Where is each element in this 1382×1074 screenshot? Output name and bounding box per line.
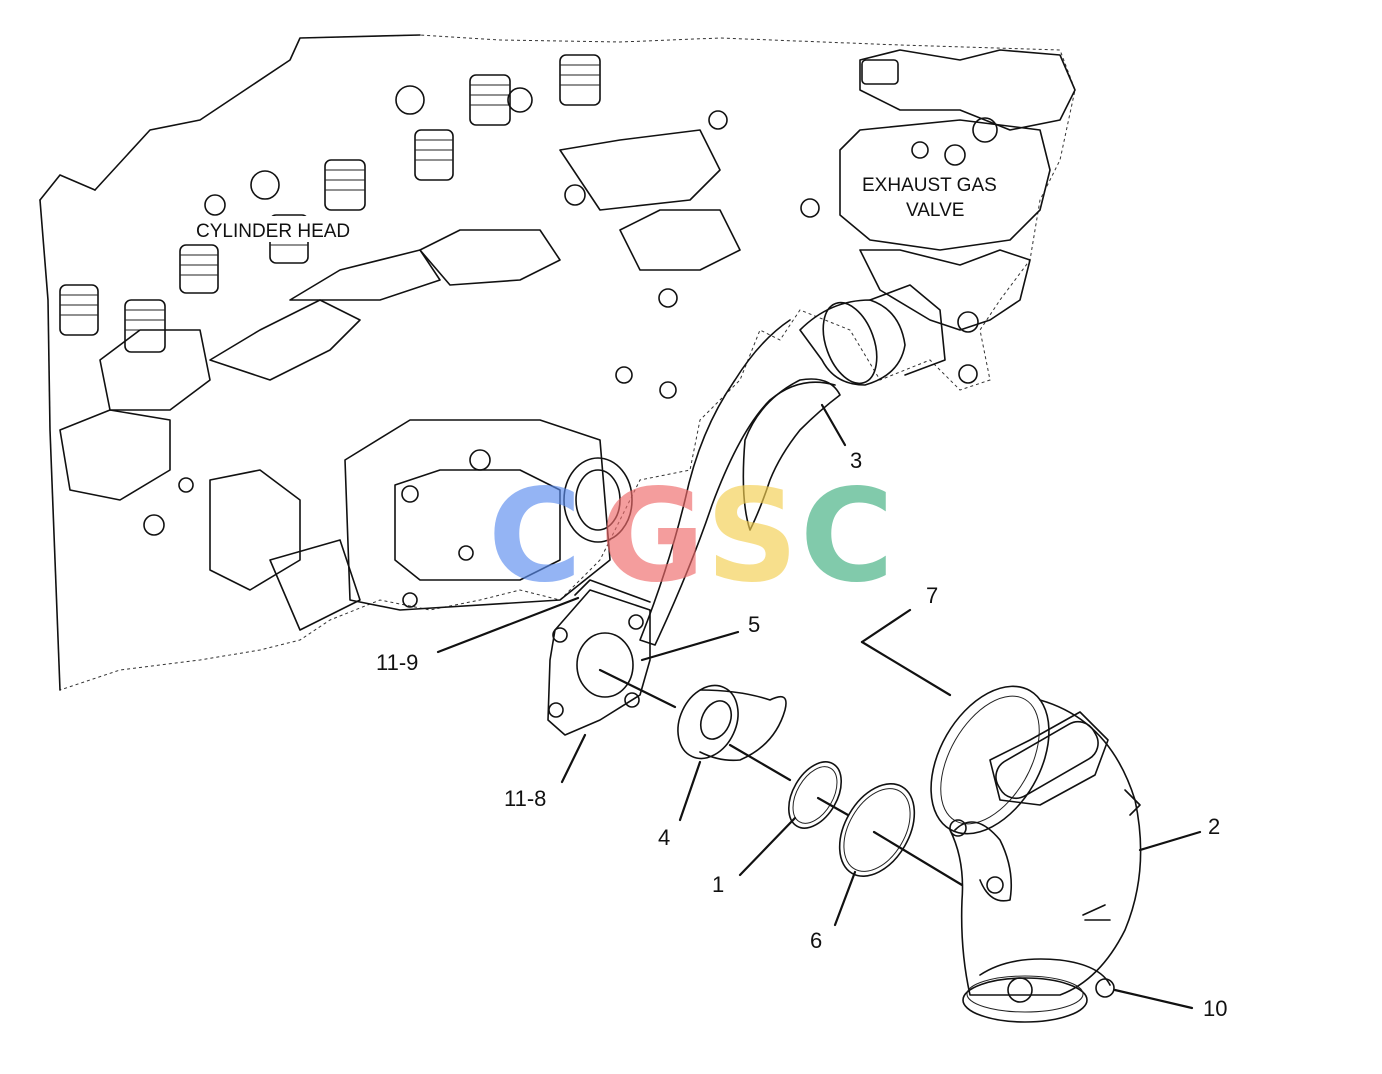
callout-7: 7	[926, 583, 938, 608]
callout-1: 1	[712, 872, 724, 897]
part-4-gasket	[677, 684, 787, 762]
engine-block-outline	[39, 34, 1076, 691]
exhaust-gas-valve-assembly	[839, 49, 1076, 384]
watermark: C G S C	[488, 462, 894, 611]
cylinder-head-label-bg	[192, 216, 378, 242]
watermark-letter-g: G	[600, 462, 705, 611]
part-11-flange	[547, 579, 651, 736]
cylinder-head-label: CYLINDER HEAD	[196, 221, 350, 242]
watermark-letter-c1: C	[488, 462, 582, 611]
callout-6: 6	[810, 928, 822, 953]
leader-lines	[436, 403, 1202, 1010]
callout-11-9: 11-9	[376, 650, 418, 675]
callout-4: 4	[658, 825, 670, 850]
part-6-ring	[838, 783, 916, 877]
exhaust-gas-valve-label-bg	[850, 170, 1025, 222]
part-3-exhaust-tube	[639, 284, 946, 646]
callout-2: 2	[1208, 814, 1220, 839]
callout-10: 10	[1203, 996, 1227, 1021]
exhaust-gas-valve-label-line2: VALVE	[906, 200, 964, 221]
callout-5: 5	[748, 612, 760, 637]
watermark-letter-s: S	[706, 462, 798, 611]
callout-3: 3	[850, 448, 862, 473]
callout-11-8: 11-8	[504, 786, 546, 811]
part-2-elbow-pipe	[930, 685, 1142, 1023]
exhaust-gas-valve-label-line1: EXHAUST GAS	[862, 175, 997, 196]
watermark-letter-c2: C	[800, 462, 894, 611]
